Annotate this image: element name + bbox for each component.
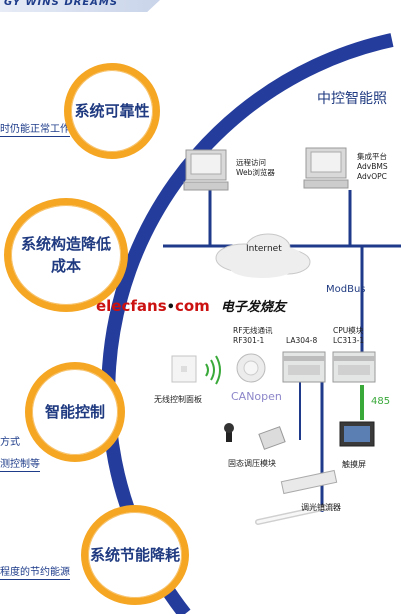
- circle-label: 智能控制: [44, 403, 105, 421]
- wireless-wave-icon: [205, 355, 221, 385]
- rf-label: RF无线通讯 RF301-1: [233, 326, 273, 345]
- touchscreen-icon: [339, 421, 375, 447]
- solid-state-label: 固态调压模块: [228, 459, 276, 468]
- circle-energy-saving: 系统节能降耗: [81, 505, 189, 605]
- circle-reliability: 系统可靠性: [64, 63, 160, 159]
- ballast-label: 调光镇流器: [301, 503, 341, 512]
- lamp-tube-icon: [255, 503, 335, 525]
- rs485-label: 485: [371, 396, 391, 407]
- touchscreen-label: 触摸屏: [342, 460, 366, 469]
- pc-left-label: 远程访问 Web浏览器: [236, 158, 275, 177]
- left-cut-label: 时仍能正常工作: [0, 120, 70, 137]
- left-cut-label: 测控制等: [0, 455, 40, 472]
- wireless-panel-icon: [171, 355, 197, 383]
- watermark-logo: elecfans•com 电子发烧友: [96, 297, 286, 315]
- watermark-en: elecfans: [96, 297, 167, 315]
- banner-text: GY WINS DREAMS: [4, 0, 119, 8]
- cpu-module-icon: [332, 351, 376, 383]
- internet-cloud: [215, 233, 311, 278]
- pc-right-label: 集成平台 AdvBMS AdvOPC: [357, 152, 388, 181]
- left-cut-label: 方式: [0, 437, 20, 448]
- circle-cost-reduction: 系统构造降低 成本: [4, 198, 128, 312]
- canopen-label: CANopen: [231, 390, 282, 403]
- cpu-label: CPU模块 LC313-1: [333, 326, 365, 345]
- wireless-panel-label: 无线控制面板: [154, 395, 202, 404]
- rf-module-icon: [236, 353, 266, 383]
- sensor-icon: [224, 423, 234, 442]
- pc-left-icon: [183, 149, 229, 191]
- la304-module-icon: [282, 351, 326, 383]
- solid-state-module-icon: [258, 426, 286, 450]
- pc-right-icon: [303, 147, 349, 189]
- diagram-title: 中控智能照: [317, 91, 387, 107]
- la304-label: LA304-8: [286, 336, 318, 345]
- top-banner: [0, 0, 160, 12]
- watermark-com: com: [174, 297, 210, 315]
- circle-label-line2: 成本: [50, 257, 81, 275]
- ballast-icon: [280, 469, 338, 495]
- watermark-cn: 电子发烧友: [220, 300, 286, 315]
- circle-label: 系统可靠性: [74, 102, 150, 120]
- circle-label: 系统节能降耗: [89, 546, 180, 564]
- internet-label: Internet: [246, 244, 282, 254]
- circle-label-line1: 系统构造降低: [20, 235, 111, 253]
- circle-smart-control: 智能控制: [25, 362, 125, 462]
- modbus-label: ModBus: [326, 284, 366, 295]
- left-cut-label: 程度的节约能源: [0, 563, 70, 580]
